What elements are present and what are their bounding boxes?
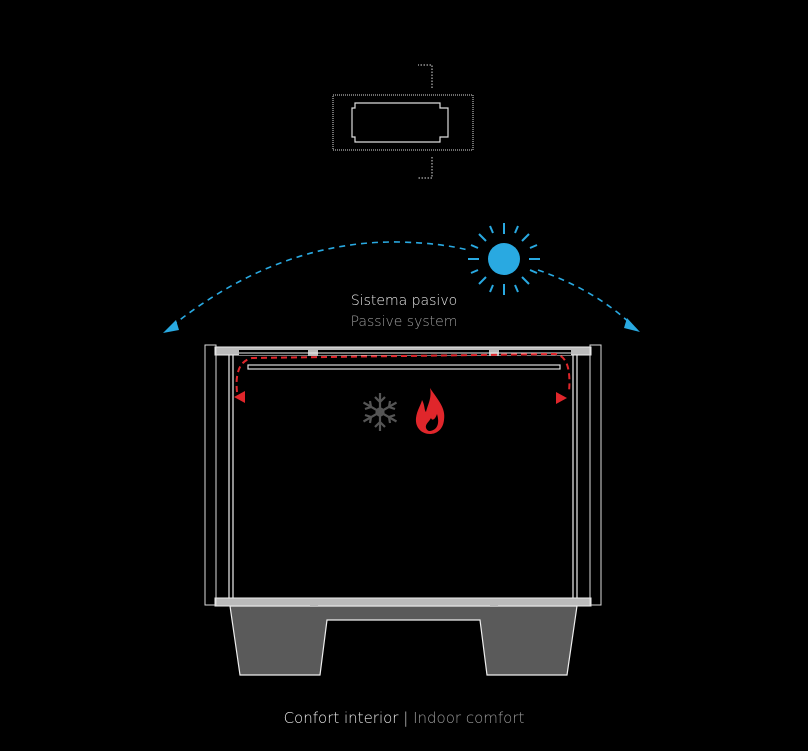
caption: Confort interior | Indoor comfort bbox=[0, 709, 808, 727]
caption-en: Indoor comfort bbox=[413, 709, 525, 727]
flame-icon bbox=[415, 388, 445, 434]
orientation-plan-icon bbox=[332, 64, 474, 179]
airflow-arrow-left-icon bbox=[234, 391, 245, 403]
airflow-arrow-right-icon bbox=[556, 392, 567, 404]
arrowhead-right-icon bbox=[624, 318, 640, 332]
system-title-es: Sistema pasivo bbox=[350, 293, 458, 309]
arrowhead-left-icon bbox=[163, 320, 179, 333]
sun-icon bbox=[468, 223, 540, 295]
airflow-path bbox=[235, 352, 571, 393]
building-section bbox=[204, 344, 602, 676]
snowflake-icon bbox=[362, 393, 398, 431]
caption-es: Confort interior bbox=[283, 709, 399, 727]
caption-separator: | bbox=[403, 709, 409, 727]
sun-path-arcs bbox=[171, 241, 633, 327]
system-title-en: Passive system bbox=[350, 314, 458, 330]
foundation bbox=[229, 605, 578, 676]
